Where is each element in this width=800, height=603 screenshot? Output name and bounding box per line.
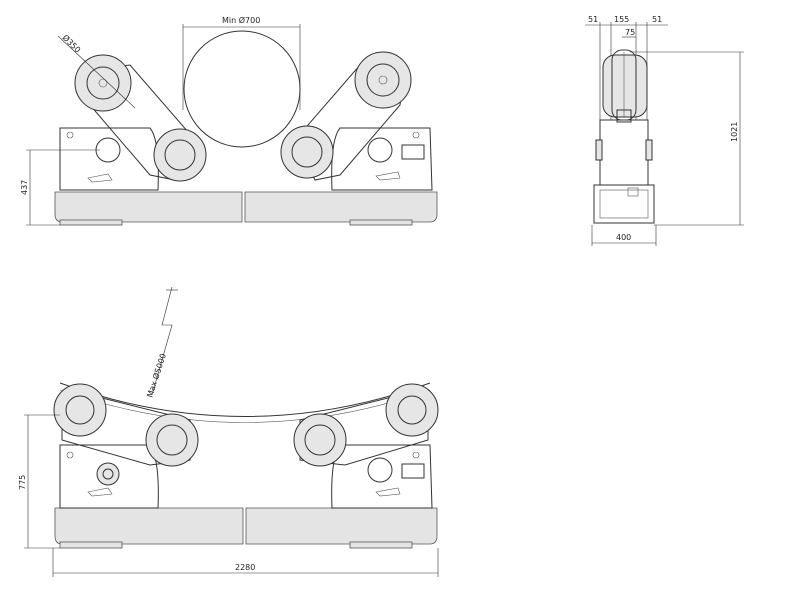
right-inner-wheel — [280, 125, 334, 179]
bottom-left-inner-wheel — [145, 413, 199, 467]
side-base-slot — [627, 187, 639, 197]
side-left-plate — [595, 139, 603, 161]
bottom-right-base — [245, 507, 438, 545]
left-outer-wheel — [74, 54, 132, 112]
bottom-motor-box — [401, 463, 425, 479]
side-width-label: 400 — [616, 233, 631, 242]
bottom-left-base — [54, 507, 244, 545]
left-outer-hub — [86, 66, 120, 100]
bottom-right-tab — [412, 451, 420, 459]
side-base-channel — [593, 184, 655, 224]
bottom-right-inner-hub — [304, 424, 336, 456]
bottom-right-handle — [375, 487, 401, 497]
side-base-inner — [599, 189, 649, 219]
wheel-diameter-label: Ø350 — [61, 32, 83, 54]
left-outer-bolt — [98, 78, 108, 88]
left-base — [54, 191, 243, 223]
right-tab — [412, 131, 420, 139]
side-inner-label: 75 — [625, 28, 635, 37]
workpiece-max-arc — [59, 382, 431, 417]
bottom-front-view: Max Ø5000 775 — [18, 286, 439, 577]
bottom-right-pivot — [367, 457, 393, 483]
left-inner-hub — [164, 139, 196, 171]
workpiece-min-circle — [183, 30, 301, 148]
left-frame — [59, 127, 159, 191]
side-right-label: 51 — [652, 15, 662, 24]
right-inner-hub — [291, 136, 323, 168]
right-foot — [349, 219, 413, 226]
right-pivot — [367, 137, 393, 163]
bottom-right-outer-hub — [397, 395, 427, 425]
height-bottom-label: 775 — [18, 475, 27, 490]
bottom-left-inner-hub — [156, 424, 188, 456]
wheel-diameter-dim-line — [57, 35, 136, 109]
bottom-left-handle — [87, 487, 113, 497]
motor-box — [401, 144, 425, 160]
bottom-left-outer-hub — [65, 395, 95, 425]
right-frame — [331, 127, 433, 191]
max-diameter-label: Max Ø5000 — [144, 352, 168, 399]
right-outer-hub — [366, 63, 400, 97]
side-right-plate — [645, 139, 653, 161]
drive-motor-core — [102, 468, 114, 480]
side-mid-label: 155 — [614, 15, 629, 24]
bottom-left-outer-wheel — [53, 383, 107, 437]
max-diameter-leader — [151, 286, 173, 396]
side-view: 51 155 51 75 1021 400 — [585, 15, 744, 246]
bottom-left-tab — [66, 451, 74, 459]
side-upper-body — [599, 119, 649, 186]
side-height-label: 1021 — [730, 122, 739, 142]
left-tab — [66, 131, 74, 139]
left-foot — [59, 219, 123, 226]
top-front-view: Min Ø700 — [20, 15, 438, 226]
side-left-label: 51 — [588, 15, 598, 24]
right-handle — [375, 171, 401, 181]
height-top-label: 437 — [20, 180, 29, 195]
left-inner-wheel — [153, 128, 207, 182]
bottom-left-foot — [59, 541, 123, 549]
bottom-right-inner-wheel — [293, 413, 347, 467]
left-handle — [87, 173, 113, 183]
side-wheel — [602, 54, 648, 118]
min-diameter-label: Min Ø700 — [222, 15, 260, 25]
right-outer-wheel — [354, 51, 412, 109]
workpiece-max-arc-inner — [59, 389, 431, 423]
bottom-right-frame — [331, 444, 433, 509]
right-base — [244, 191, 438, 223]
side-wheel-block — [616, 109, 632, 123]
right-outer-bolt — [378, 75, 388, 85]
bottom-right-outer-wheel — [385, 383, 439, 437]
total-width-label: 2280 — [235, 563, 255, 572]
bottom-right-foot — [349, 541, 413, 549]
drive-motor — [96, 462, 120, 486]
